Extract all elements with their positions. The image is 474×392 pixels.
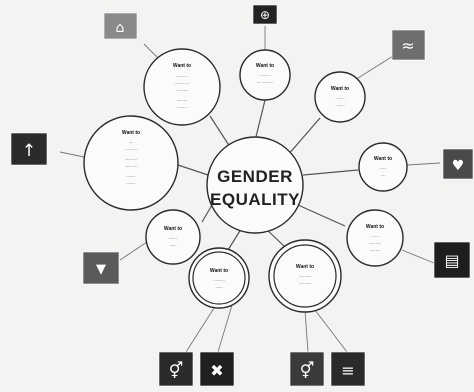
- svg-text:...........: ...........: [125, 156, 138, 161]
- node-left: Want to .... .......... ........... ....…: [83, 115, 179, 211]
- center-title-line2: EQUALITY: [210, 190, 300, 209]
- center-node: GENDER EQUALITY: [206, 136, 304, 234]
- node-top-left: Want to .......... ............ ........…: [143, 48, 221, 126]
- svg-text:........: ........: [335, 95, 344, 100]
- svg-text:.........: .........: [370, 247, 380, 252]
- svg-text:........: ........: [335, 102, 344, 107]
- svg-text:≡: ≡: [341, 361, 354, 380]
- partnership-icon: ⊕: [252, 4, 278, 25]
- city-icon: ⌂: [103, 12, 138, 40]
- svg-text:≈: ≈: [401, 36, 414, 55]
- svg-text:........: ........: [126, 173, 135, 178]
- node-bottom-right: Want to ........... ...........: [268, 239, 342, 313]
- node-bottom-right-title: Want to: [296, 264, 314, 270]
- svg-text:...........: ...........: [299, 280, 312, 285]
- svg-text:⚥: ⚥: [169, 361, 183, 380]
- svg-text:♥: ♥: [452, 158, 465, 174]
- svg-text:...........: ...........: [125, 163, 138, 168]
- svg-text:........: ........: [168, 235, 177, 240]
- node-top-right-title: Want to: [331, 86, 349, 92]
- node-lower-right-title: Want to: [366, 224, 384, 230]
- node-right: Want to ...... ....: [358, 142, 408, 192]
- svg-text:....: ....: [381, 172, 386, 177]
- svg-text:..........: ..........: [125, 146, 137, 151]
- education-icon: ▤: [433, 241, 471, 279]
- node-lower-left-title: Want to: [164, 226, 182, 232]
- node-top: Want to .......... ..............: [239, 49, 291, 101]
- gender-icon: ⚥: [158, 351, 194, 387]
- node-bottom-left: Want to .......... ......: [188, 247, 250, 309]
- node-top-title: Want to: [256, 63, 274, 69]
- svg-text:✖: ✖: [210, 361, 223, 380]
- svg-text:........: ........: [177, 104, 186, 109]
- svg-text:........: ........: [370, 233, 379, 238]
- svg-text:..........: ..........: [259, 72, 271, 77]
- svg-text:......: ......: [170, 242, 177, 247]
- svg-text:......: ......: [216, 284, 223, 289]
- health-icon: ♥: [442, 148, 474, 180]
- svg-text:...........: ...........: [369, 240, 382, 245]
- svg-text:↑: ↑: [22, 141, 36, 161]
- svg-text:............: ............: [175, 80, 189, 85]
- growth-chart-icon: ↑: [10, 132, 48, 166]
- center-title-line1: GENDER: [217, 167, 293, 186]
- icon-connectors: [59, 26, 441, 353]
- svg-text:...........: ...........: [299, 273, 312, 278]
- svg-text:..............: ..............: [257, 79, 273, 84]
- reduced-inequality-icon: ≡: [330, 351, 366, 387]
- svg-text:⚥: ⚥: [300, 361, 314, 380]
- gender-icon-2: ⚥: [289, 351, 325, 387]
- svg-text:▼: ▼: [96, 262, 106, 277]
- svg-text:...........: ...........: [176, 87, 189, 92]
- svg-text:⌂: ⌂: [116, 20, 125, 36]
- node-lower-right: Want to ........ ........... .........: [346, 209, 404, 267]
- svg-text:▤: ▤: [444, 251, 459, 270]
- node-right-title: Want to: [374, 156, 392, 162]
- node-left-title: Want to: [122, 130, 140, 136]
- water-icon: ≈: [391, 29, 426, 61]
- svg-text:⊕: ⊕: [260, 8, 270, 22]
- node-top-right: Want to ........ ........: [314, 71, 366, 123]
- svg-text:..........: ..........: [176, 73, 188, 78]
- svg-text:..........: ..........: [213, 277, 225, 282]
- node-top-left-title: Want to: [173, 63, 191, 69]
- justice-icon: ▼: [82, 251, 120, 285]
- node-bottom-left-title: Want to: [210, 268, 228, 274]
- svg-text:....: ....: [129, 139, 134, 144]
- node-lower-left: Want to ........ ......: [145, 209, 201, 265]
- svg-text:.........: .........: [177, 97, 187, 102]
- svg-text:........: ........: [126, 180, 135, 185]
- svg-text:......: ......: [380, 165, 387, 170]
- water-sanitation-icon: ✖: [199, 351, 235, 387]
